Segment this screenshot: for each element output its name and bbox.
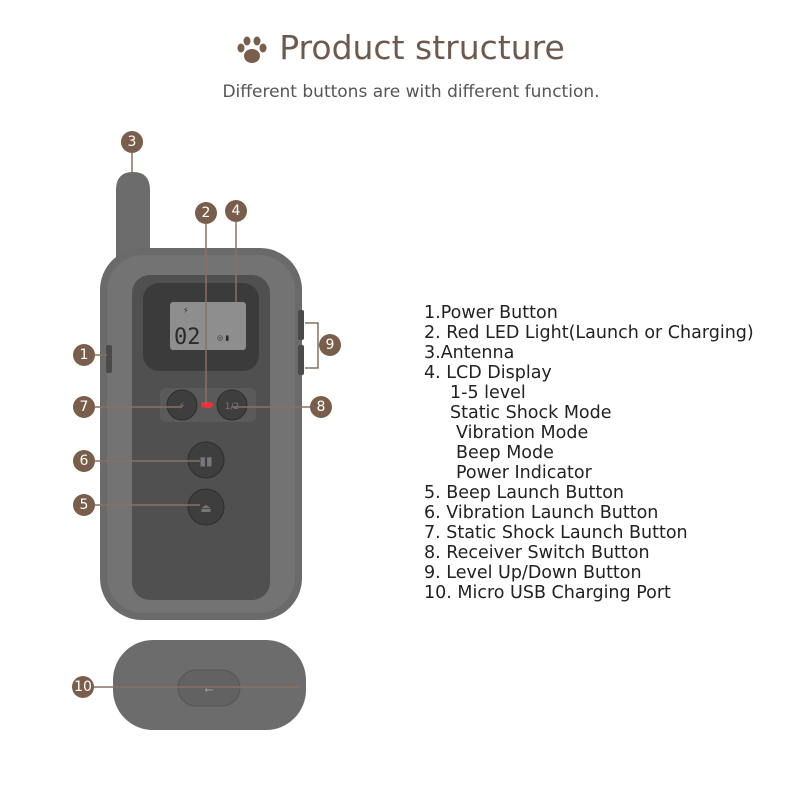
legend-item: Beep Mode	[456, 443, 554, 463]
callout-1: 1	[73, 344, 95, 366]
callout-6: 6	[73, 450, 95, 472]
legend-item: 7. Static Shock Launch Button	[424, 523, 688, 543]
page-title: Product structure	[0, 28, 800, 67]
svg-text:2: 2	[202, 205, 211, 221]
svg-text:6: 6	[80, 453, 89, 469]
paw-icon	[237, 36, 267, 63]
legend-item: 10. Micro USB Charging Port	[424, 583, 671, 603]
receiver-switch-button	[216, 389, 248, 421]
legend-item: Power Indicator	[456, 463, 592, 483]
callout-5: 5	[73, 494, 95, 516]
lcd-mode-icon: ◎ ▮	[217, 334, 229, 342]
usb-port-cover	[177, 669, 241, 707]
svg-text:4: 4	[232, 203, 241, 219]
beep-icon: ⏏	[200, 501, 211, 515]
title-text: Product structure	[279, 28, 565, 67]
callout-8: 8	[310, 396, 332, 418]
callout-3: 3	[121, 131, 143, 153]
lcd-level: 02	[174, 325, 201, 350]
subtitle: Different buttons are with different fun…	[222, 82, 600, 102]
lcd-screen	[170, 302, 246, 350]
callout-2: 2	[195, 202, 217, 224]
vibration-icon: ▮▮	[199, 454, 212, 468]
svg-text:7: 7	[80, 399, 89, 415]
level-up-button	[298, 310, 304, 340]
static-shock-button	[166, 389, 198, 421]
legend-item: 8. Receiver Switch Button	[424, 543, 650, 563]
callout-9: 9	[319, 334, 341, 356]
legend-item: 6. Vibration Launch Button	[424, 503, 659, 523]
callout-10: 10	[72, 676, 94, 698]
svg-text:9: 9	[326, 337, 335, 353]
svg-text:10: 10	[74, 679, 92, 695]
vibration-button	[187, 441, 225, 479]
usb-icon: ⭠	[204, 682, 214, 696]
beep-button	[187, 488, 225, 526]
power-button	[106, 345, 112, 373]
red-led	[201, 402, 213, 408]
level-down-button	[298, 345, 304, 375]
callout-4: 4	[225, 200, 247, 222]
legend-item: 2. Red LED Light(Launch or Charging)	[424, 323, 754, 343]
legend-item: 3.Antenna	[424, 343, 515, 363]
svg-text:3: 3	[128, 134, 137, 150]
legend-item: 1-5 level	[450, 383, 526, 403]
legend-item: 1.Power Button	[424, 303, 558, 323]
legend-item: 4. LCD Display	[424, 363, 552, 383]
legend-item: Static Shock Mode	[450, 403, 612, 423]
svg-text:8: 8	[317, 399, 326, 415]
legend-item: 5. Beep Launch Button	[424, 483, 625, 503]
svg-text:5: 5	[80, 497, 89, 513]
lcd-shock-icon: ⚡	[183, 306, 189, 315]
legend-item: 9. Level Up/Down Button	[424, 563, 642, 583]
legend-item: Vibration Mode	[456, 423, 589, 443]
callout-7: 7	[73, 396, 95, 418]
svg-text:1: 1	[80, 347, 89, 363]
